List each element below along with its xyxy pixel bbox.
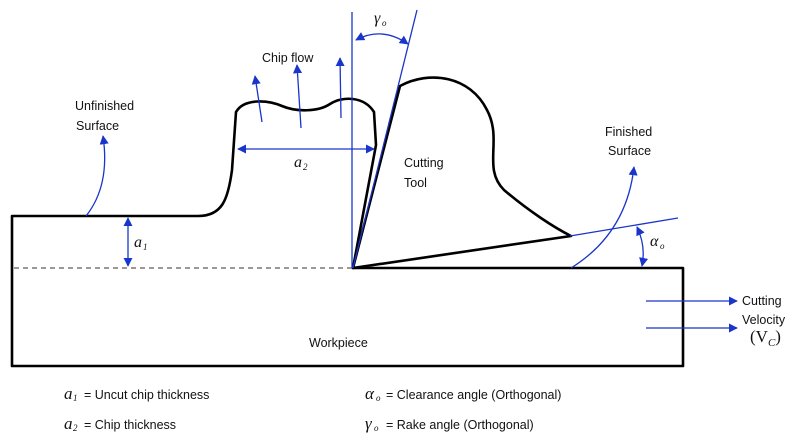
- cutting-tool-outline: [351, 76, 573, 270]
- cutting-tool-label-1: Cutting: [404, 156, 444, 170]
- workpiece-label: Workpiece: [309, 336, 368, 350]
- cutting-tool-label-2: Tool: [404, 176, 427, 190]
- unfinished-surface-pointer: [85, 135, 109, 217]
- svg-text:2: 2: [303, 162, 308, 172]
- finished-surface-pointer: [570, 166, 638, 269]
- legend-a1: a 1 = Uncut chip thickness: [64, 384, 209, 403]
- svg-text:= Rake angle (Orthogonal): = Rake angle (Orthogonal): [386, 418, 534, 432]
- svg-text:α: α: [365, 384, 375, 403]
- unfinished-surface-label-2: Surface: [76, 119, 119, 133]
- svg-text:o: o: [374, 423, 379, 433]
- svg-text:(VC): (VC): [750, 327, 781, 349]
- svg-text:a: a: [64, 384, 73, 403]
- svg-text:a: a: [134, 234, 142, 251]
- alpha-symbol: α o: [650, 233, 665, 251]
- svg-text:γ: γ: [374, 10, 381, 27]
- svg-text:γ: γ: [365, 414, 373, 433]
- flank-extension-line: [569, 217, 679, 237]
- svg-text:o: o: [376, 393, 381, 403]
- rake-face-extension-line: [352, 9, 418, 269]
- cutting-velocity-label-2: Velocity: [742, 313, 786, 327]
- svg-text:= Clearance angle (Orthogonal: = Clearance angle (Orthogonal): [386, 388, 561, 402]
- svg-text:a: a: [64, 414, 73, 433]
- legend-a2: a 2 = Chip thickness: [64, 414, 176, 433]
- workpiece-outline: [10, 97, 685, 368]
- legend: a 1 = Uncut chip thickness a 2 = Chip th…: [64, 384, 561, 433]
- rake-angle-arc: [355, 32, 409, 45]
- svg-text:o: o: [382, 18, 387, 28]
- gamma-symbol: γ o: [374, 10, 387, 28]
- a1-symbol: a 1: [134, 234, 148, 252]
- chip-flow-arrow-1: [251, 75, 263, 123]
- svg-text:α: α: [650, 233, 659, 250]
- unfinished-surface-label-1: Unfinished: [75, 99, 134, 113]
- svg-text:o: o: [660, 241, 665, 251]
- svg-text:1: 1: [73, 393, 78, 403]
- finished-surface-label-2: Surface: [608, 144, 651, 158]
- svg-text:2: 2: [73, 423, 78, 433]
- svg-text:= Chip thickness: = Chip thickness: [84, 418, 176, 432]
- svg-text:a: a: [294, 154, 302, 171]
- cutting-velocity-label-1: Cutting: [742, 294, 782, 308]
- chip-flow-label: Chip flow: [262, 51, 314, 65]
- legend-alpha: α o = Clearance angle (Orthogonal): [365, 384, 561, 403]
- svg-text:= Uncut chip thickness: = Uncut chip thickness: [84, 388, 209, 402]
- a2-symbol: a 2: [294, 154, 308, 172]
- clearance-angle-arc: [636, 226, 649, 267]
- legend-gamma: γ o = Rake angle (Orthogonal): [365, 414, 534, 433]
- finished-surface-label-1: Finished: [605, 125, 652, 139]
- chip-flow-arrow-3: [335, 57, 345, 119]
- svg-text:1: 1: [143, 242, 148, 252]
- velocity-symbol: (VC): [750, 327, 781, 349]
- chip-flow-arrow-2: [292, 64, 303, 129]
